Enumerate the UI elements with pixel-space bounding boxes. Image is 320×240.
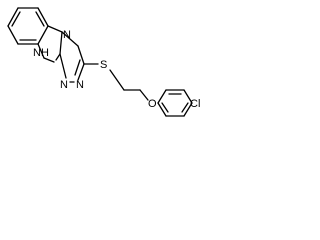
chlorophenyl-ring (157, 89, 193, 117)
atom-s: S (100, 59, 107, 71)
benzene-ring (7, 7, 49, 45)
thioether-chain (83, 63, 149, 101)
atom-n-bottom-right: N (76, 79, 84, 91)
atom-o: O (148, 98, 157, 110)
atom-cl: Cl (190, 98, 200, 110)
atom-n-ring-top: N (63, 29, 71, 41)
structure-canvas: NH N N N S O Cl (0, 0, 202, 130)
atom-n-bottom-left: N (60, 79, 68, 91)
triazole-ring (59, 31, 85, 83)
chemical-structure-diagram: NH N N N S O Cl (7, 7, 200, 117)
imidazole-ring (37, 25, 63, 63)
atom-nh: NH (33, 47, 49, 59)
